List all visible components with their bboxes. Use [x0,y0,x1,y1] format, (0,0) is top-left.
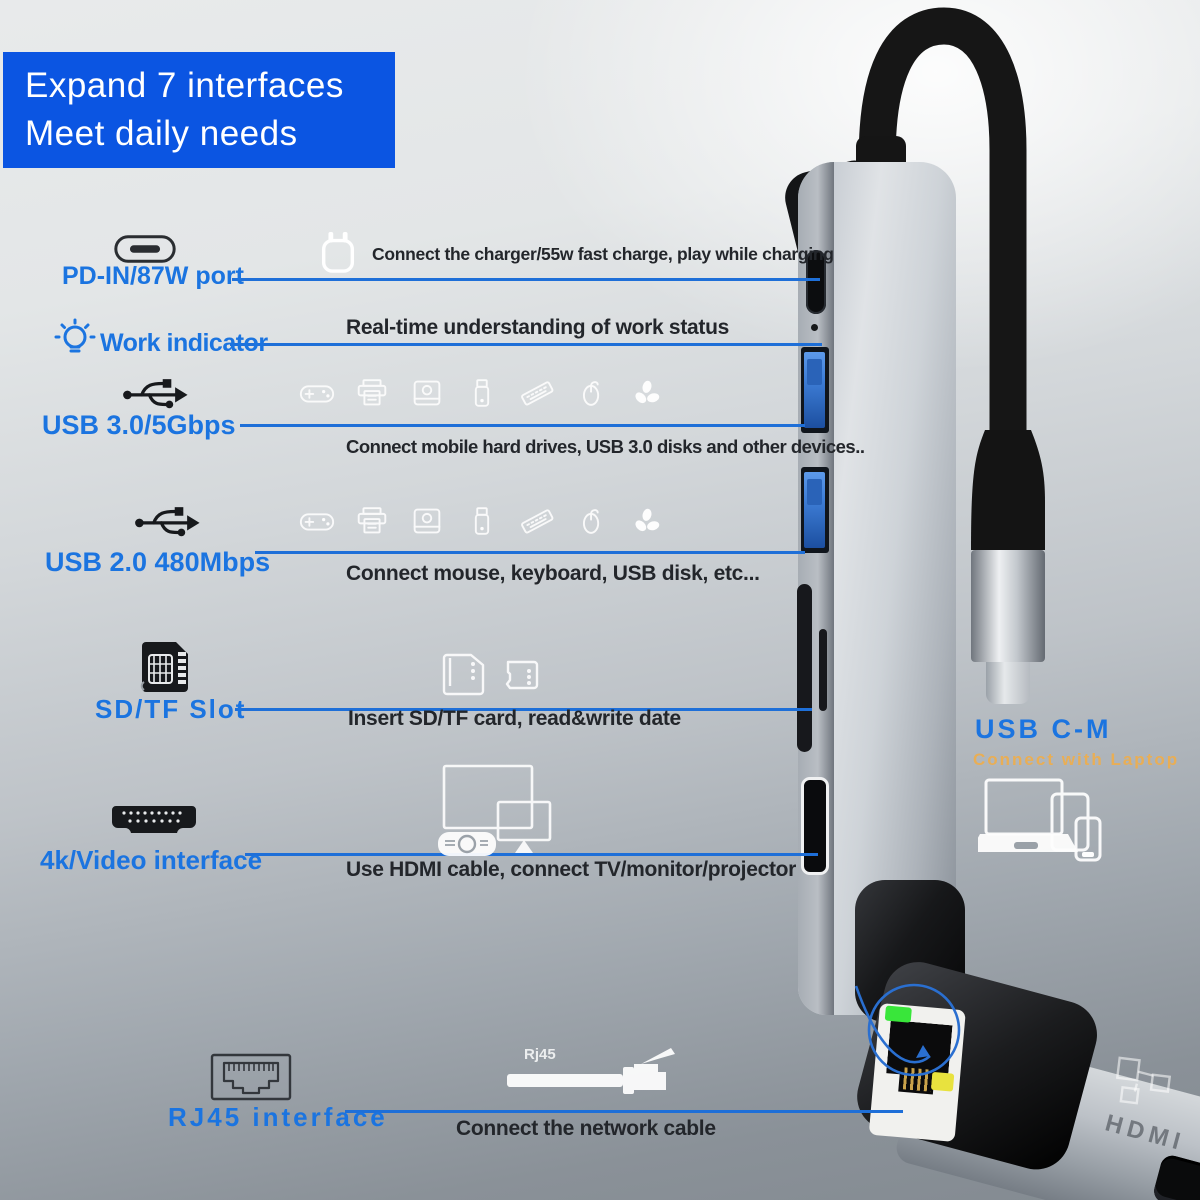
leader-line-sd [235,708,812,711]
hub-usb-c-pd-port [806,250,826,314]
feature-pd-desc: Connect the charger/55w fast charge, pla… [372,244,834,264]
callout-circle-arrow [854,983,961,1077]
tv-monitor-projector-icon [438,764,552,856]
feature-hdmi-label: 4k/Video interface [40,845,263,875]
laptop-devices-icon [978,778,1102,862]
usbc-subtitle: Connect with Laptop [973,750,1180,769]
hub-tf-slot [819,629,827,711]
hub-sd-slot [797,584,812,752]
feature-work-label: Work indicator [100,329,268,357]
usb-trident-icon [123,379,188,409]
rj45-cable-label: Rj45 [524,1046,556,1063]
feature-sd-label: SD/TF Slot [95,694,247,724]
feature-usb3-desc: Connect mobile hard drives, USB 3.0 disk… [346,436,865,457]
leader-line-usb2 [255,551,805,554]
fan-icon [635,508,660,532]
rj45-closeup-photo: HDMI [825,954,1200,1200]
leader-line-rj45 [345,1110,903,1113]
headline-banner: Expand 7 interfaces Meet daily needs [3,52,395,168]
gamepad-icon [299,513,335,531]
headline-line1: Expand 7 interfaces [25,66,344,105]
work-indicator-icon [54,318,96,353]
usb-c-plug-icon [114,235,176,263]
hdmi-plug-icon [112,806,196,833]
ethernet-cable-icon [507,1048,675,1094]
leader-line-usb3 [240,424,805,427]
hard-drive-icon [413,380,441,406]
ethernet-network-icon [1115,1056,1172,1105]
feature-rj45-label: RJ45 interface [168,1102,388,1132]
usbc-title: USB C-M [975,714,1112,744]
feature-rj45-desc: Connect the network cable [456,1117,716,1140]
leader-line-pd [232,278,820,281]
feature-usb2-desc: Connect mouse, keyboard, USB disk, etc..… [346,562,760,585]
hub-hdmi-port [801,777,829,875]
keyboard-icon [521,381,554,406]
usb-c-connector-barrel [971,550,1045,662]
printer-icon [357,507,387,534]
feature-work-desc: Real-time understanding of work status [346,316,729,339]
sd-tf-cards-icon [442,653,539,696]
usb-c-connector-tip [986,662,1030,704]
device-icon-row-usb3 [298,378,666,408]
usb-trident-icon [135,507,200,537]
sd-card-icon [140,642,188,692]
feature-sd-desc: Insert SD/TF card, read&write date [348,707,681,730]
charger-icon [321,231,355,273]
usb-flash-drive-icon [474,507,490,535]
feature-usb2-label: USB 2.0 480Mbps [45,547,271,577]
leader-line-hdmi [245,853,818,856]
keyboard-icon [521,509,554,534]
feature-hdmi-desc: Use HDMI cable, connect TV/monitor/proje… [346,858,797,881]
usb-flash-drive-icon [474,379,490,407]
leader-line-work [230,343,822,346]
hard-drive-icon [413,508,441,534]
device-icon-row-usb2 [298,506,666,536]
mouse-icon [582,509,600,534]
feature-pd-label: PD-IN/87W port [62,262,244,290]
headline-line2: Meet daily needs [25,114,298,153]
hub-usb3-port [801,347,829,433]
fan-icon [635,380,660,404]
feature-usb3-label: USB 3.0/5Gbps [42,410,236,440]
hub-usb2-port [801,467,829,553]
mouse-icon [582,381,600,406]
rj45-port-icon [210,1053,292,1101]
gamepad-icon [299,385,335,403]
printer-icon [357,379,387,406]
hub-led-indicator [811,324,818,331]
